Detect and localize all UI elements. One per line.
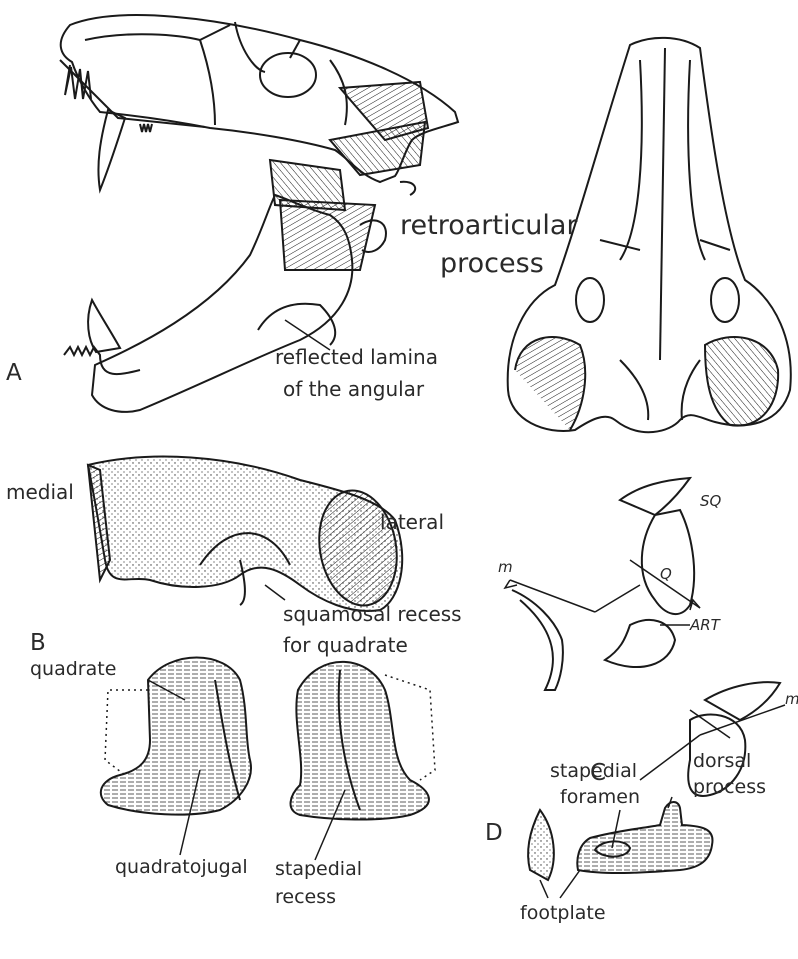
panel-a-label: A xyxy=(6,360,22,386)
panel-b-label: B xyxy=(30,630,46,656)
panel-d-label: D xyxy=(485,820,503,846)
jaw-joint-diagram-1 xyxy=(505,478,700,690)
quadrate-label: quadrate xyxy=(30,658,116,680)
reflected-lamina-label-line2: of the angular xyxy=(283,377,424,401)
quadrate-back-drawing xyxy=(291,662,435,820)
reflected-lamina-label-line1: reflected lamina xyxy=(275,345,438,369)
m-label-upper: m xyxy=(498,558,513,576)
dorsal-process-label-line1: dorsal xyxy=(693,750,751,772)
lateral-label: lateral xyxy=(380,510,444,534)
stapedial-foramen-label-line2: foramen xyxy=(560,786,640,808)
dorsal-process-label-line2: process xyxy=(693,776,766,798)
stapedial-foramen-label-line1: stapedial xyxy=(550,760,637,782)
quadratojugal-label: quadratojugal xyxy=(115,856,248,878)
stapes-drawing xyxy=(528,802,712,880)
q-label: Q xyxy=(660,565,672,583)
stapedial-recess-label-line1: stapedial xyxy=(275,858,362,880)
stapedial-recess-label-line2: recess xyxy=(275,886,336,908)
retroarticular-label-line1: retroarticular xyxy=(400,210,578,241)
footplate-label: footplate xyxy=(520,902,606,924)
m-label-lower: m xyxy=(785,690,798,708)
squamosal-recess-label-line1: squamosal recess xyxy=(283,602,462,626)
squamosal-drawing xyxy=(88,457,405,612)
art-label: ART xyxy=(690,616,720,634)
sq-label: SQ xyxy=(700,492,721,510)
quadrate-front-drawing xyxy=(101,658,251,815)
retroarticular-label-line2: process xyxy=(440,248,544,279)
medial-label: medial xyxy=(6,480,74,504)
squamosal-recess-label-line2: for quadrate xyxy=(283,633,408,657)
